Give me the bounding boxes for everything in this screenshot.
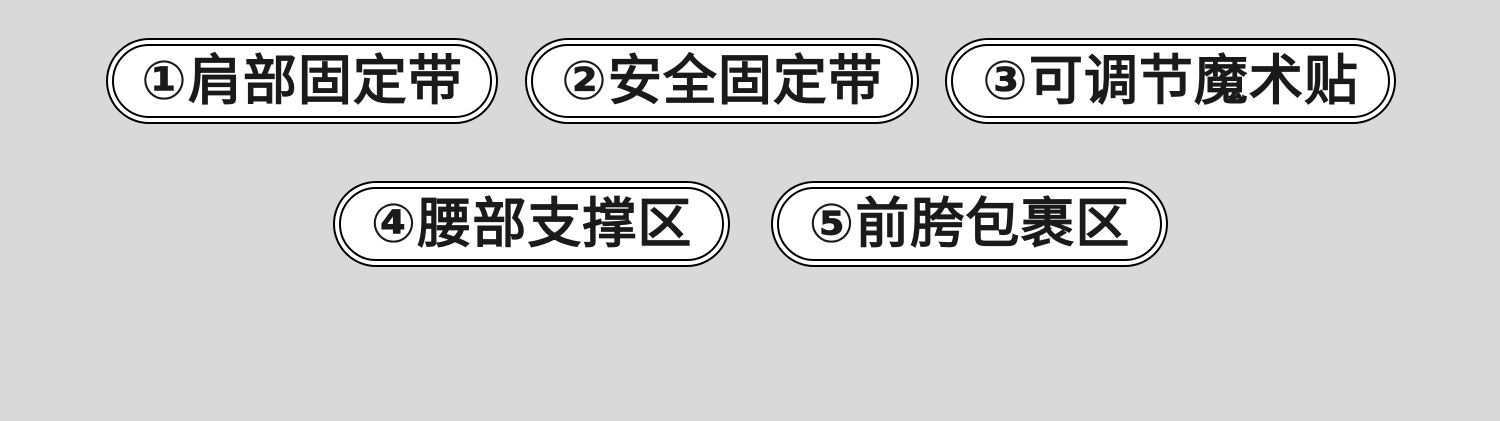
tag-front-crotch-wrap: ⑤前胯包裹区 xyxy=(771,181,1168,267)
tag-label: ⑤前胯包裹区 xyxy=(808,192,1131,255)
tag-label: ②安全固定带 xyxy=(561,49,883,112)
tag-shoulder-strap: ①肩部固定带 xyxy=(106,38,498,124)
tag-adjustable-velcro: ③可调节魔术贴 xyxy=(945,38,1396,124)
tag-waist-support: ④腰部支撑区 xyxy=(333,181,730,267)
tag-label: ③可调节魔术贴 xyxy=(982,49,1359,112)
tag-safety-strap: ②安全固定带 xyxy=(525,38,919,124)
tag-label: ④腰部支撑区 xyxy=(370,192,693,255)
tag-label: ①肩部固定带 xyxy=(141,49,463,112)
